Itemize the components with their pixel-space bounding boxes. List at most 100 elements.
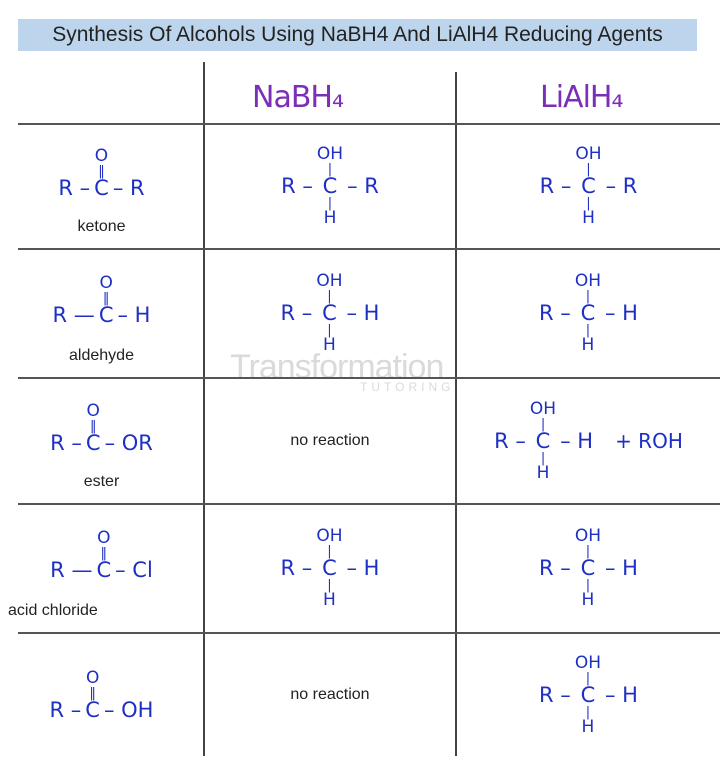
compound-label: ketone: [77, 218, 126, 235]
formula-topbond: |: [327, 544, 332, 559]
formula-top: O: [94, 146, 109, 166]
formula-center: C: [580, 301, 596, 325]
formula-right: – OR: [104, 430, 153, 455]
formula-botbond: |: [585, 578, 591, 593]
formula-topbond: |: [585, 289, 591, 304]
formula-top: OH: [574, 271, 601, 291]
watermark-sub: TUTORING: [360, 380, 455, 394]
formula-topbond: |: [585, 670, 591, 686]
compound-label: acid chloride: [8, 602, 98, 619]
cell-nabh4: no reaction: [205, 634, 455, 756]
page-title: Synthesis Of Alcohols Using NaBH4 And Li…: [18, 19, 697, 51]
formula-left: R –: [280, 556, 313, 580]
formula-left: R –: [281, 174, 313, 198]
formula-center: C: [581, 174, 596, 198]
formula-left: R –: [494, 428, 526, 453]
formula-left: R –: [539, 556, 571, 580]
formula-left: R –: [49, 697, 82, 722]
formula-topbond: |: [327, 289, 332, 304]
formula-topbond: ‖: [89, 418, 97, 434]
formula-left: R –: [50, 430, 82, 455]
formula-botbond: |: [327, 323, 332, 338]
row-divider: [18, 377, 720, 379]
formula-topbond: |: [585, 544, 591, 559]
formula-right: – Cl: [115, 558, 153, 582]
formula-topbond: ‖: [102, 291, 110, 306]
header-nabh4: NaBH₄: [252, 80, 344, 115]
formula-bottom: H: [323, 590, 336, 610]
formula-left: R –: [539, 301, 571, 325]
formula-center: C: [580, 682, 596, 707]
formula-bottom: H: [581, 335, 595, 355]
formula-right: – H: [117, 303, 151, 327]
compound-label: ester: [83, 473, 120, 490]
formula-top: OH: [316, 271, 343, 291]
formula-center: C: [85, 697, 100, 722]
formula-left: R —: [52, 303, 95, 327]
formula-top: O: [85, 667, 100, 688]
no-reaction-text: no reaction: [290, 432, 370, 449]
formula-bottom: H: [581, 716, 595, 737]
formula-left: R —: [50, 558, 93, 582]
formula-bottom: H: [536, 462, 550, 483]
formula-top: O: [86, 400, 100, 421]
formula-center: C: [322, 174, 338, 198]
formula-center: C: [98, 303, 114, 327]
formula-top: OH: [316, 526, 343, 546]
formula-right: – H: [604, 556, 638, 580]
formula-top: OH: [574, 652, 601, 673]
formula-right: – H: [346, 556, 380, 580]
compound-label: aldehyde: [69, 347, 134, 364]
formula-topbond: ‖: [100, 546, 108, 561]
formula-center: C: [96, 558, 112, 582]
formula-topbond: ‖: [89, 685, 96, 701]
formula-bottom: H: [582, 208, 595, 228]
row-divider: [18, 632, 720, 634]
formula-top: OH: [575, 144, 602, 164]
formula-botbond: |: [540, 450, 546, 466]
row-divider: [18, 248, 720, 250]
row-divider: [18, 123, 720, 125]
watermark: Transformation: [230, 348, 444, 386]
cell-nabh4: no reaction: [205, 379, 455, 503]
formula-center: C: [322, 556, 337, 580]
formula-right: – H: [604, 301, 638, 325]
formula-right: – R: [605, 174, 638, 198]
formula-botbond: |: [585, 323, 591, 338]
formula-top: OH: [529, 398, 557, 419]
formula-center: C: [580, 556, 596, 580]
formula-center: C: [94, 176, 109, 200]
formula-right: – H: [346, 301, 380, 325]
no-reaction-text: no reaction: [290, 686, 370, 703]
formula-topbond: |: [540, 416, 546, 432]
column-divider: [455, 72, 457, 756]
formula-bottom: H: [323, 208, 337, 228]
formula-topbond: ‖: [98, 164, 105, 179]
